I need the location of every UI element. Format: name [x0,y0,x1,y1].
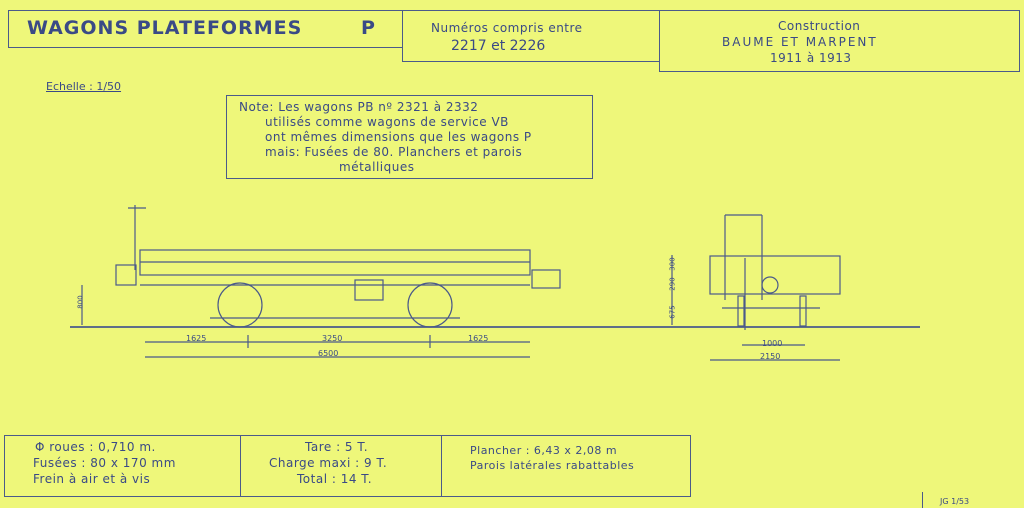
dim-end-675: 675 [668,305,677,319]
title: WAGONS PLATEFORMES [27,17,303,39]
spec: Frein à air et à vis [33,472,151,486]
specs-cell-floor: Plancher : 6,43 x 2,08 m Parois latérale… [441,435,691,497]
dim-height: 800 [76,295,85,309]
builder: BAUME ET MARPENT [722,35,878,49]
footer-ref: JG 1/53 [940,497,970,506]
note-line: Note: Les wagons PB nº 2321 à 2332 [239,100,479,114]
dim-side-2: 1625 [468,334,489,343]
specs-cell-weight: Tare : 5 T. Charge maxi : 9 T. Total : 1… [240,435,442,497]
end-body [709,255,841,295]
spec: Φ roues : 0,710 m. [35,440,156,454]
spec: Tare : 5 T. [305,440,369,454]
side-view [70,205,920,358]
dim-width: 2150 [760,352,781,361]
specs-cell-wheels: Φ roues : 0,710 m. Fusées : 80 x 170 mm … [4,435,241,497]
type-letter: P [361,17,375,39]
wheel-right [407,282,453,328]
dim-gauge: 1000 [762,339,783,348]
left-buffer [115,264,137,286]
divider [922,492,923,508]
right-buffer [531,269,561,289]
numbers-range: 2217 et 2226 [451,38,546,54]
dim-side-1: 1625 [186,334,207,343]
numbers-label: Numéros compris entre [431,21,583,35]
note-line: métalliques [339,160,415,174]
title-box: WAGONS PLATEFORMES P [8,10,403,48]
construction-box: Construction BAUME ET MARPENT 1911 à 191… [659,10,1020,72]
spec: Fusées : 80 x 170 mm [33,456,176,470]
dim-end-290: 290 [668,277,677,291]
dim-end-300: 300 [668,257,677,271]
scale: Echelle : 1/50 [46,80,122,93]
note-line: utilisés comme wagons de service VB [265,115,509,129]
note-box: Note: Les wagons PB nº 2321 à 2332 utili… [226,95,593,179]
spec: Charge maxi : 9 T. [269,456,388,470]
dim-wheelbase: 3250 [322,334,343,343]
spec: Parois latérales rabattables [470,459,635,472]
construction-label: Construction [778,19,861,33]
end-view [671,214,841,361]
note-line: ont mêmes dimensions que les wagons P [265,130,532,144]
wheel-left [217,282,263,328]
dim-length: 6500 [318,349,339,358]
spec: Total : 14 T. [297,472,373,486]
note-line: mais: Fusées de 80. Planchers et parois [265,145,523,159]
years: 1911 à 1913 [770,51,852,65]
spec: Plancher : 6,43 x 2,08 m [470,444,618,457]
